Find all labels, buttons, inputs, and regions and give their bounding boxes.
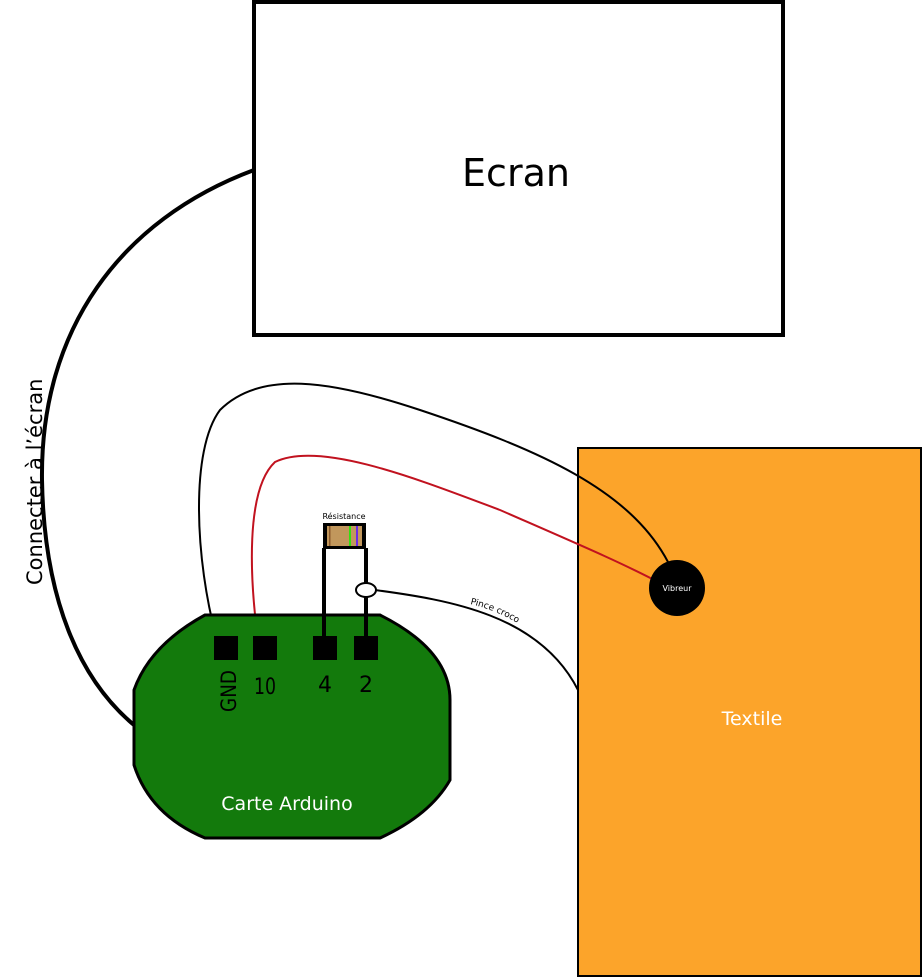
pin-4-label: 4 [318,673,332,698]
arduino-label: Carte Arduino [221,793,352,815]
vibrator [649,560,705,616]
pin-2 [354,636,378,660]
resistor-band-3 [356,526,358,546]
textile-label: Textile [721,708,783,730]
pin-gnd [214,636,238,660]
resistor-band-2 [349,526,351,546]
vibrator-label: Vibreur [663,584,693,593]
pin-10-label: 10 [254,675,276,700]
clip-connector [355,582,377,598]
screen-label: Ecran [462,151,570,195]
pin10-to-vibrator-wire [250,454,661,641]
pin-2-label: 2 [359,673,373,698]
pin-4 [313,636,337,660]
gnd-to-vibrator-wire [198,382,669,641]
screen-box [252,0,785,337]
resistor-body [327,526,362,546]
screen-cable [39,168,255,727]
clip-to-textile-wire [374,589,579,691]
resistor-label: Résistance [322,511,365,521]
arduino-board [132,613,452,840]
pin-10 [253,636,277,660]
screen-cable-label: Connecter à l’écran [23,379,47,585]
textile-panel [577,447,922,977]
resistor-band-1 [329,526,331,546]
pin-gnd-label: GND [217,670,241,712]
